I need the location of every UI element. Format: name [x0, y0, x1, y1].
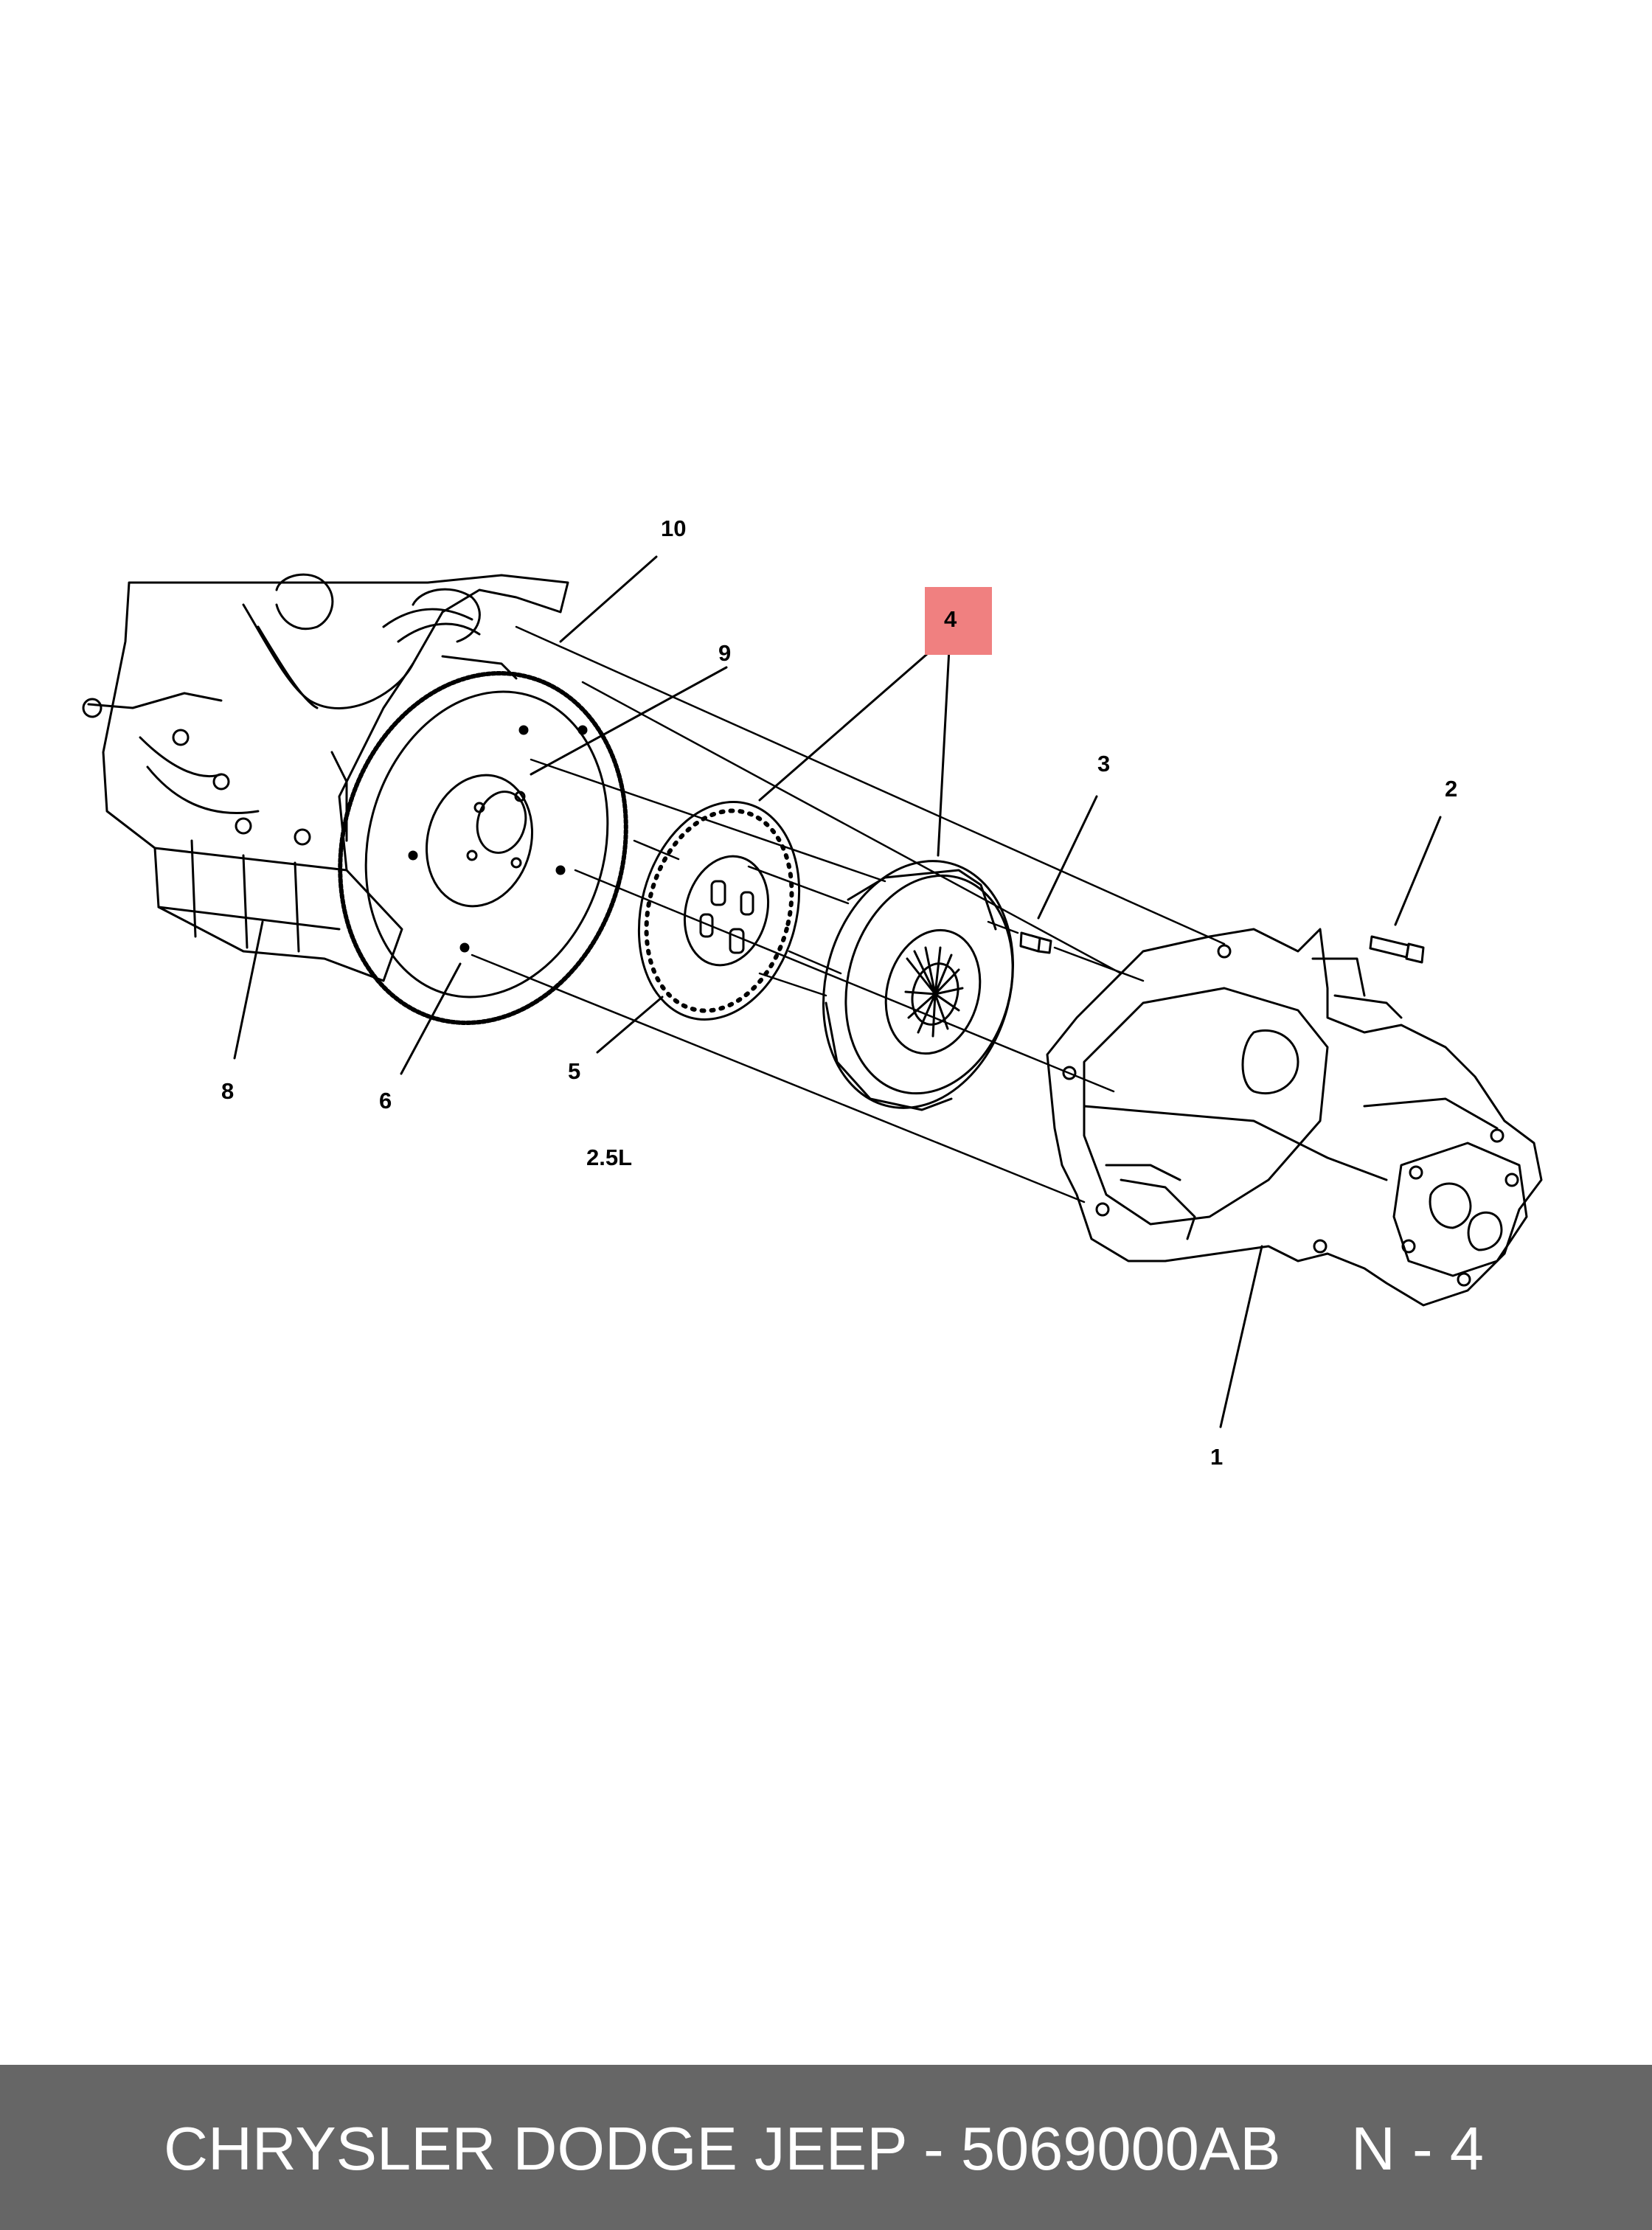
engine-label: 2.5L [586, 1144, 632, 1170]
part-code: N - 4 [1351, 2114, 1484, 2183]
footer-bar [0, 2065, 1652, 2230]
leader-lines [233, 555, 1442, 1428]
callout-6: 6 [379, 1088, 392, 1114]
callout-4-highlight [925, 587, 992, 655]
engine-block [82, 573, 569, 982]
callout-9: 9 [718, 640, 731, 666]
callout-2: 2 [1445, 776, 1457, 802]
exploded-parts-diagram: 10 9 4 3 2 8 6 5 1 2.5L [82, 515, 1543, 1470]
clutch-disc [637, 801, 801, 1021]
callout-8: 8 [221, 1078, 234, 1104]
transmission [1046, 928, 1543, 1307]
callout-1: 1 [1210, 1444, 1223, 1470]
flywheel [338, 671, 628, 1025]
assembly-lines [471, 625, 1226, 1203]
part-title: CHRYSLER DODGE JEEP - 5069000AB [164, 2114, 1281, 2183]
pressure-plate [822, 860, 1015, 1111]
bolt [1369, 935, 1425, 964]
callout-10: 10 [661, 515, 686, 541]
callout-4: 4 [944, 606, 957, 632]
callout-3: 3 [1097, 751, 1110, 777]
bolt [1019, 931, 1052, 954]
callout-5: 5 [568, 1058, 580, 1084]
